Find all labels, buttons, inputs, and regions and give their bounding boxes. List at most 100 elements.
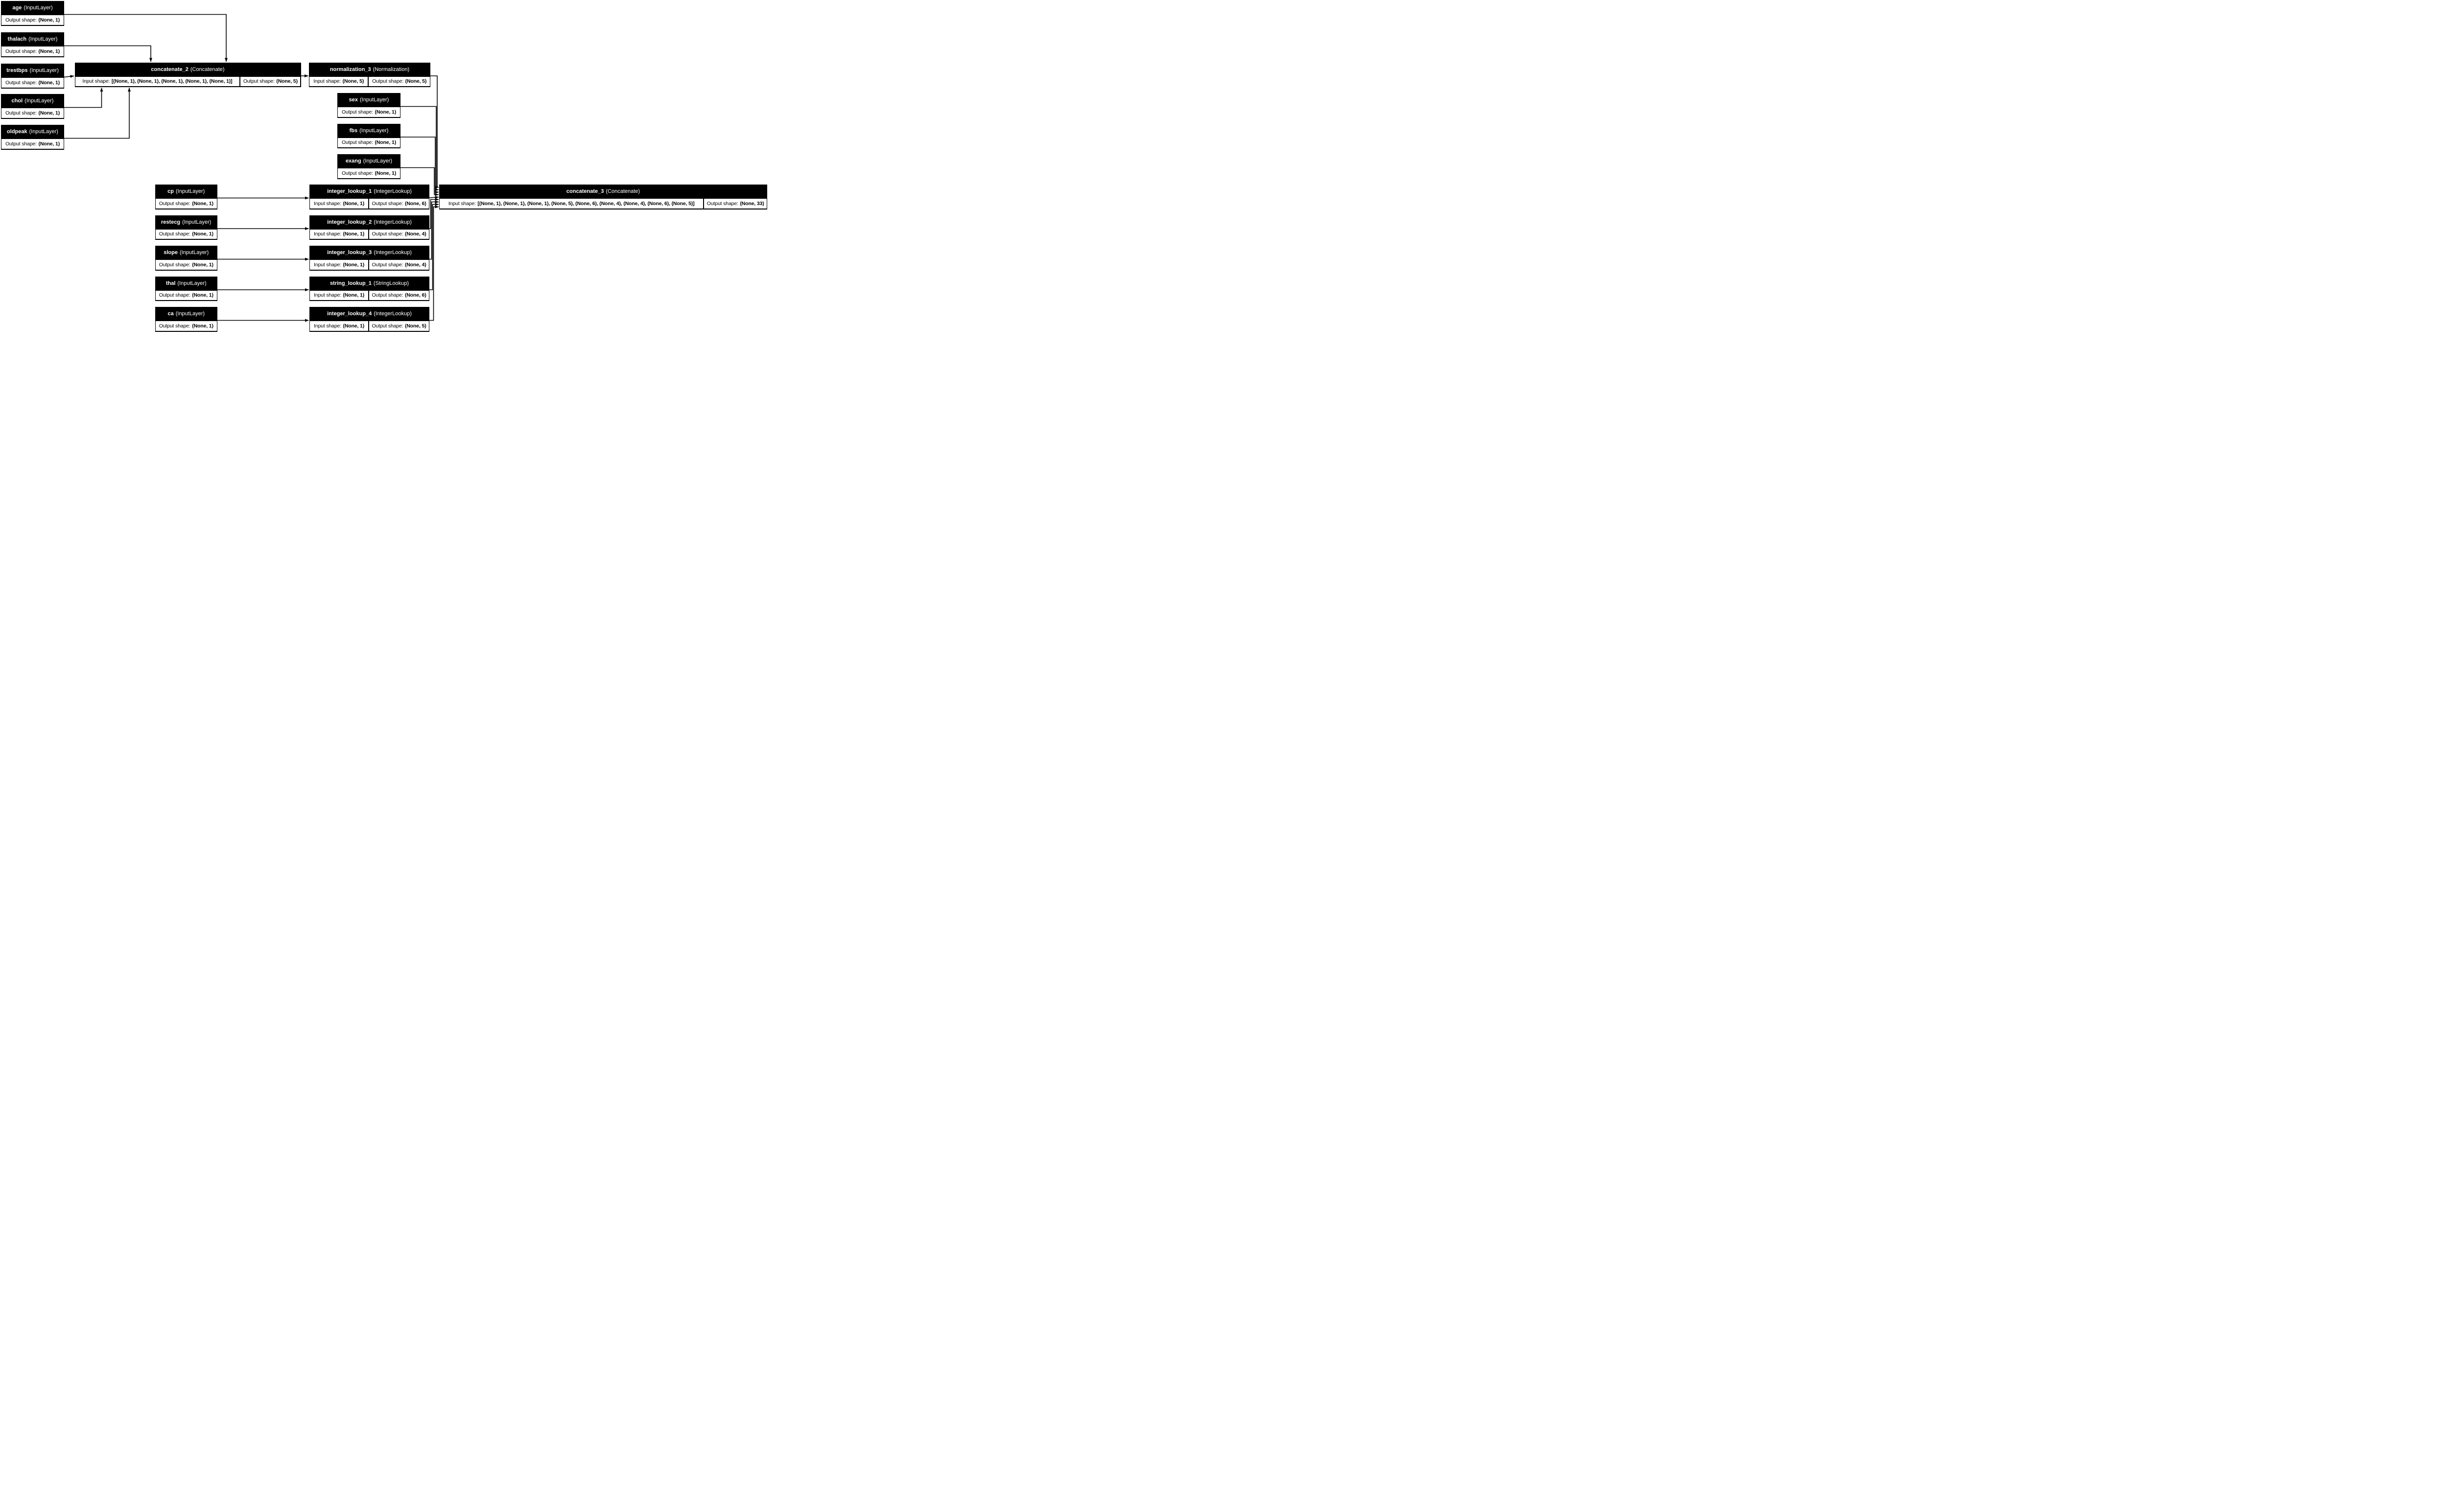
edge-integer_lookup_1-to-concatenate_3 xyxy=(429,196,439,199)
node-trestbps: trestbps(InputLayer) Output shape:(None,… xyxy=(1,64,64,89)
output-shape-cell: Output shape:(None, 5) xyxy=(368,321,429,331)
output-shape-cell: Output shape:(None, 1) xyxy=(1,15,64,25)
node-title: sex(InputLayer) xyxy=(338,93,400,106)
edge-normalization_3-to-concatenate_3 xyxy=(430,75,439,189)
layer-name: fbs xyxy=(349,127,358,134)
output-shape-cell: Output shape:(None, 1) xyxy=(155,290,217,300)
layer-type: (IntegerLookup) xyxy=(374,188,412,194)
input-shape-cell: Input shape:(None, 1) xyxy=(310,260,369,270)
layer-name: integer_lookup_1 xyxy=(327,188,372,194)
input-shape-cell: Input shape:(None, 5) xyxy=(309,76,368,86)
output-shape-cell: Output shape:(None, 6) xyxy=(368,290,429,300)
layer-name: concatenate_2 xyxy=(151,66,188,72)
node-title: integer_lookup_4(IntegerLookup) xyxy=(310,307,429,320)
node-concatenate_2: concatenate_2(Concatenate) Input shape:[… xyxy=(74,62,301,87)
edge-integer_lookup_3-to-concatenate_3 xyxy=(429,200,439,260)
layer-type: (InputLayer) xyxy=(360,97,389,103)
node-exang: exang(InputLayer) Output shape:(None, 1) xyxy=(337,154,400,179)
edge-sex-to-concatenate_3 xyxy=(400,106,439,191)
edge-integer_lookup_4-to-concatenate_3 xyxy=(429,205,439,321)
layer-type: (InputLayer) xyxy=(177,280,207,286)
layer-name: age xyxy=(12,5,22,11)
node-thalach: thalach(InputLayer) Output shape:(None, … xyxy=(1,32,64,57)
input-shape-cell: Input shape:(None, 1) xyxy=(310,199,369,209)
output-shape-cell: Output shape:(None, 4) xyxy=(368,229,429,239)
output-shape-cell: Output shape:(None, 1) xyxy=(338,107,400,117)
layer-name: chol xyxy=(11,98,23,104)
output-shape-cell: Output shape:(None, 33) xyxy=(703,199,767,209)
input-shape-cell: Input shape:(None, 1) xyxy=(310,229,369,239)
edge-fbs-to-concatenate_3 xyxy=(400,137,439,194)
node-title: exang(InputLayer) xyxy=(338,155,400,167)
output-shape-cell: Output shape:(None, 1) xyxy=(155,321,217,331)
layer-name: exang xyxy=(345,158,361,164)
layer-type: (InputLayer) xyxy=(29,68,59,73)
layer-name: trestbps xyxy=(6,68,28,73)
node-title: concatenate_2(Concatenate) xyxy=(75,63,301,76)
node-title: restecg(InputLayer) xyxy=(156,216,217,229)
layer-name: cp xyxy=(167,188,174,194)
output-shape-cell: Output shape:(None, 1) xyxy=(1,108,64,118)
layer-name: concatenate_3 xyxy=(566,188,604,194)
node-title: age(InputLayer) xyxy=(1,1,64,14)
layer-name: integer_lookup_2 xyxy=(327,219,372,225)
node-title: slope(InputLayer) xyxy=(156,246,217,259)
layer-type: (StringLookup) xyxy=(373,280,409,286)
layer-type: (InputLayer) xyxy=(28,36,58,42)
layer-type: (InputLayer) xyxy=(175,311,205,317)
node-title: integer_lookup_3(IntegerLookup) xyxy=(310,246,429,259)
layer-type: (InputLayer) xyxy=(182,219,212,225)
output-shape-cell: Output shape:(None, 1) xyxy=(155,199,217,209)
output-shape-cell: Output shape:(None, 1) xyxy=(155,260,217,270)
layer-name: integer_lookup_3 xyxy=(327,250,372,256)
node-thal: thal(InputLayer) Output shape:(None, 1) xyxy=(155,276,217,301)
node-title: integer_lookup_1(IntegerLookup) xyxy=(310,185,429,198)
layer-type: (InputLayer) xyxy=(176,188,205,194)
output-shape-cell: Output shape:(None, 4) xyxy=(368,260,429,270)
layer-type: (InputLayer) xyxy=(29,129,58,135)
node-fbs: fbs(InputLayer) Output shape:(None, 1) xyxy=(337,123,400,148)
edge-thalach-to-concatenate_2 xyxy=(64,45,152,62)
edge-integer_lookup_2-to-concatenate_3 xyxy=(429,198,439,229)
layer-type: (Normalization) xyxy=(373,66,410,72)
node-title: trestbps(InputLayer) xyxy=(1,64,64,77)
layer-name: restecg xyxy=(161,219,181,225)
output-shape-cell: Output shape:(None, 6) xyxy=(368,199,429,209)
edge-chol-to-concatenate_2 xyxy=(64,88,103,108)
node-cp: cp(InputLayer) Output shape:(None, 1) xyxy=(155,185,217,209)
layer-name: slope xyxy=(164,250,178,256)
node-oldpeak: oldpeak(InputLayer) Output shape:(None, … xyxy=(1,125,64,150)
output-shape-cell: Output shape:(None, 1) xyxy=(338,168,400,178)
layer-name: string_lookup_1 xyxy=(330,280,372,286)
node-title: string_lookup_1(StringLookup) xyxy=(310,277,429,290)
edge-layer xyxy=(64,14,439,322)
output-shape-cell: Output shape:(None, 5) xyxy=(239,76,301,86)
input-shape-cell: Input shape:(None, 1) xyxy=(310,321,369,331)
node-title: thal(InputLayer) xyxy=(156,277,217,290)
node-age: age(InputLayer) Output shape:(None, 1) xyxy=(1,1,64,26)
output-shape-cell: Output shape:(None, 1) xyxy=(1,139,64,149)
layer-type: (InputLayer) xyxy=(179,250,209,256)
node-integer_lookup_1: integer_lookup_1(IntegerLookup) Input sh… xyxy=(309,185,429,209)
node-title: cp(InputLayer) xyxy=(156,185,217,198)
layer-name: integer_lookup_4 xyxy=(327,311,372,317)
layer-name: normalization_3 xyxy=(330,66,371,72)
input-shape-cell: Input shape:[(None, 1), (None, 1), (None… xyxy=(75,76,240,86)
node-title: integer_lookup_2(IntegerLookup) xyxy=(310,216,429,229)
model-architecture-diagram: age(InputLayer) Output shape:(None, 1) t… xyxy=(0,0,768,333)
node-integer_lookup_3: integer_lookup_3(IntegerLookup) Input sh… xyxy=(309,246,429,271)
node-concatenate_3: concatenate_3(Concatenate) Input shape:[… xyxy=(439,185,767,209)
node-restecg: restecg(InputLayer) Output shape:(None, … xyxy=(155,215,217,240)
node-chol: chol(InputLayer) Output shape:(None, 1) xyxy=(1,94,64,119)
output-shape-cell: Output shape:(None, 1) xyxy=(155,229,217,239)
node-integer_lookup_4: integer_lookup_4(IntegerLookup) Input sh… xyxy=(309,307,429,332)
layer-name: sex xyxy=(349,97,358,103)
layer-type: (IntegerLookup) xyxy=(374,311,412,317)
output-shape-cell: Output shape:(None, 1) xyxy=(338,138,400,147)
layer-type: (InputLayer) xyxy=(363,158,393,164)
layer-type: (InputLayer) xyxy=(359,127,389,134)
node-title: ca(InputLayer) xyxy=(156,307,217,320)
layer-type: (Concatenate) xyxy=(606,188,640,194)
edge-trestbps-to-concatenate_2 xyxy=(64,75,74,78)
layer-name: thalach xyxy=(7,36,27,42)
